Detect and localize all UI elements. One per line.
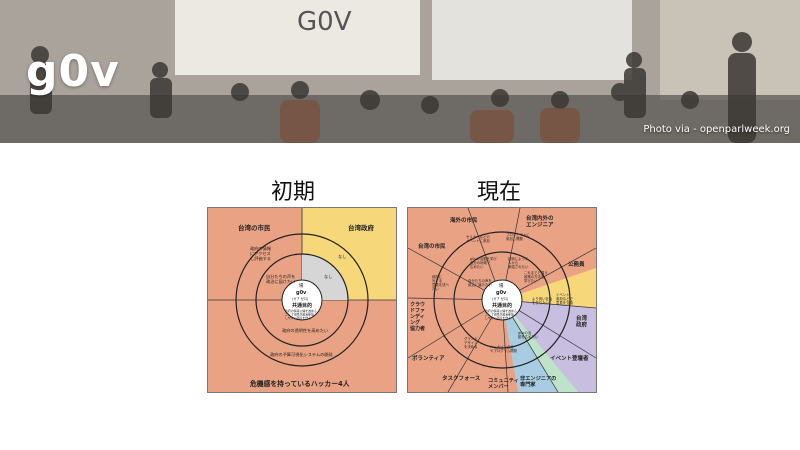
initial-stakeholder-diagram: 台湾の市民 台湾政府 危機感を持っているハッカー4人 政府の情報にアクセスし評価… (207, 207, 397, 393)
ring-label-6: 政府に対する意見を述べたい (432, 274, 450, 291)
segment-taiwan-citizens: 台湾の市民 (418, 242, 446, 250)
segment-crowdfunding: クラウドファンディング協力者 (410, 301, 425, 332)
center-common-goal: 共通目的 (492, 302, 512, 309)
center-g0v: g0v (296, 290, 307, 296)
segment-volunteers: ボランティア (412, 354, 445, 362)
center-g0v: g0v (496, 290, 507, 296)
brand-title: g0v (26, 46, 120, 97)
ring-label-10: グランドデザインを決める (464, 336, 478, 349)
ring-label-outer-tl: 政府の情報にアクセスし評価する (250, 245, 272, 262)
segment-hackers: 危機感を持っているハッカー4人 (249, 379, 350, 388)
center-place: 場 (499, 282, 504, 289)
ring-label-outer-bottom: 政府の予算可視化システムの開発 (270, 351, 334, 358)
center-goal-text: 政府の情報公開を進めることで市民が政治参加しやすい環境を作る (285, 308, 317, 320)
ring-label-9: ハッカソン企画やプログラム開発 (490, 344, 518, 353)
event-photo: G0V (0, 0, 800, 143)
header-banner-photo: G0V g0v Photo via - openparlweek.org (0, 0, 800, 143)
center-reading: (ガブ ゼロ) (492, 296, 508, 301)
ring-label-2: イベント参加などで意見を交換 (556, 293, 574, 305)
segment-community-members: コミュニティメンバー (488, 377, 519, 390)
segment-taiwan-government: 台湾政府 (348, 223, 375, 232)
ring-label-5: これまでと違う政策の方法を学びたい (524, 270, 548, 283)
segment-taiwan-government: 台湾政府 (576, 314, 588, 329)
segment-non-engineer-experts: 非エンジニアの専門家 (520, 374, 556, 388)
ring-label-0: セミナーなどのイベントに参加 (466, 234, 490, 243)
heading-initial: 初期 (271, 180, 316, 205)
center-reading: (ガブ ゼロ) (292, 296, 308, 301)
segment-civil-servants: 公務員 (568, 260, 585, 268)
segment-overseas-citizens: 海外の市民 (450, 216, 478, 224)
ring-label-outer-tr: なし (338, 253, 346, 259)
ring-label-7: 自分たちの声を政治に届けたい (468, 278, 492, 287)
photo-credit: Photo via - openparlweek.org (643, 124, 790, 135)
center-place: 場 (299, 282, 304, 289)
ring-label-3: g0vの活動を学び自分の地域で広めたい (470, 256, 497, 269)
ring-label-1: プロジェクトに参加し開発 (506, 232, 530, 241)
segment-engineers: 台湾内外のエンジニア (526, 214, 554, 229)
segment-task-force: タスクフォース (442, 374, 481, 382)
center-goal-text: 政府の情報公開を進めることで市民が政治参加しやすい環境を作る (485, 308, 517, 320)
ring-label-inner-tr: なし (324, 273, 332, 279)
ring-label-8: より良い社会を作りたい (532, 296, 553, 305)
ring-label-4: 技術によって人から承認されたい (508, 256, 529, 269)
segment-event-speakers: イベント登壇者 (550, 354, 589, 362)
ring-label-inner-bottom: 政府の透明性を高めたい (282, 327, 328, 334)
segment-taiwan-citizens: 台湾の市民 (238, 223, 271, 232)
center-common-goal: 共通目的 (292, 302, 312, 309)
heading-current: 現在 (477, 180, 522, 205)
projection-logo: G0V (297, 7, 352, 37)
ring-label-11: g0vの活動を広めたい (518, 330, 539, 339)
current-stakeholder-diagram: 海外の市民 台湾内外のエンジニア 公務員 台湾政府 イベント登壇者 非エンジニア… (407, 207, 597, 393)
ring-label-inner-tl: 自分たちの声を政治に届けたい (266, 273, 295, 285)
